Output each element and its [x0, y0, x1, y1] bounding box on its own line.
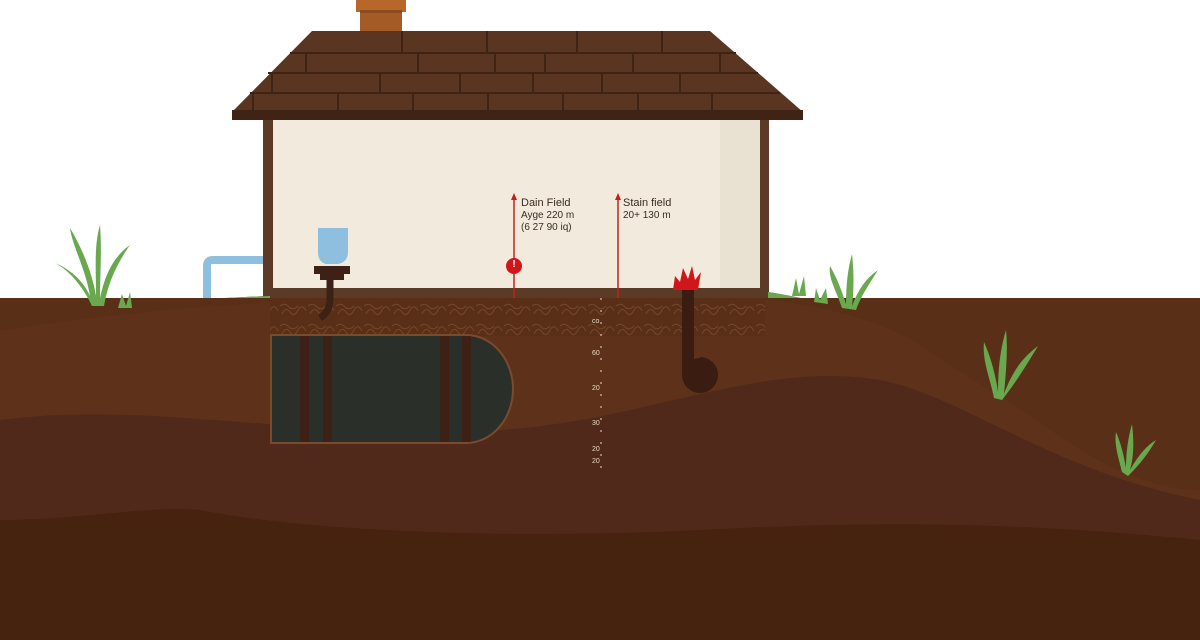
- depth-tick: 20: [592, 385, 600, 392]
- grass-tuft-right-2: [983, 330, 1038, 400]
- soil-layer-deep: [0, 508, 1200, 640]
- grass-tuft-right-1: [792, 254, 878, 310]
- grass-tuft-left: [52, 225, 132, 308]
- depth-tick: 60: [592, 350, 600, 357]
- septic-tank: [270, 334, 514, 444]
- drain-field-line1: Ayge 220 m: [521, 210, 575, 222]
- alert-icon: !: [512, 259, 516, 270]
- depth-tick: 30: [592, 420, 600, 427]
- stain-field-label: Stain field 20+ 130 m: [623, 197, 671, 222]
- drain-field-line2: (6 27 90 iq): [521, 222, 572, 234]
- leak-burst-icon: [673, 266, 701, 290]
- drain-field-title: Dain Field: [521, 197, 571, 209]
- stain-field-line1: 20+ 130 m: [623, 210, 671, 222]
- drain-field-label: Dain Field Ayge 220 m (6 27 90 iq): [521, 197, 574, 234]
- grass-tuft-right-3: [1115, 424, 1156, 476]
- alert-marker: [506, 258, 522, 274]
- roof: [232, 31, 803, 120]
- stain-field-title: Stain field: [623, 197, 672, 209]
- depth-tick: co: [592, 318, 600, 325]
- toilet-fixture: [314, 228, 350, 322]
- outlet-pipe: [682, 290, 719, 393]
- water-supply-pipe: [203, 256, 263, 298]
- depth-tick: 20: [592, 458, 600, 465]
- depth-tick: 20: [592, 446, 600, 453]
